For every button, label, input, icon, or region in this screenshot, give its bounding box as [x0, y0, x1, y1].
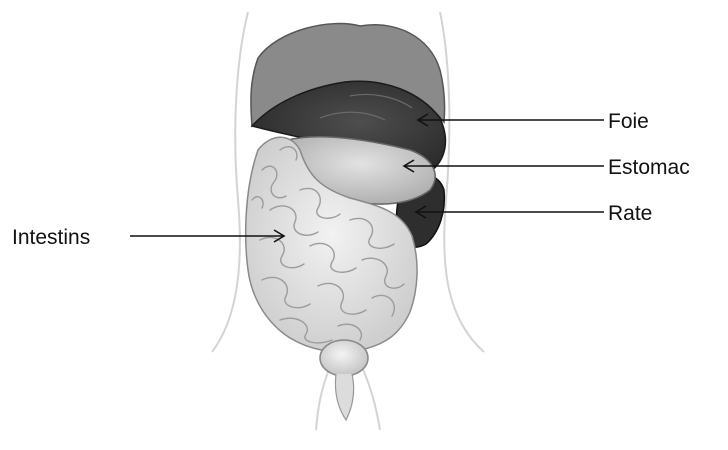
label-foie: Foie	[608, 110, 649, 133]
label-rate: Rate	[608, 202, 652, 225]
label-intestins: Intestins	[12, 226, 90, 249]
urethra	[335, 374, 353, 420]
label-estomac: Estomac	[608, 156, 690, 179]
bladder	[320, 340, 368, 376]
